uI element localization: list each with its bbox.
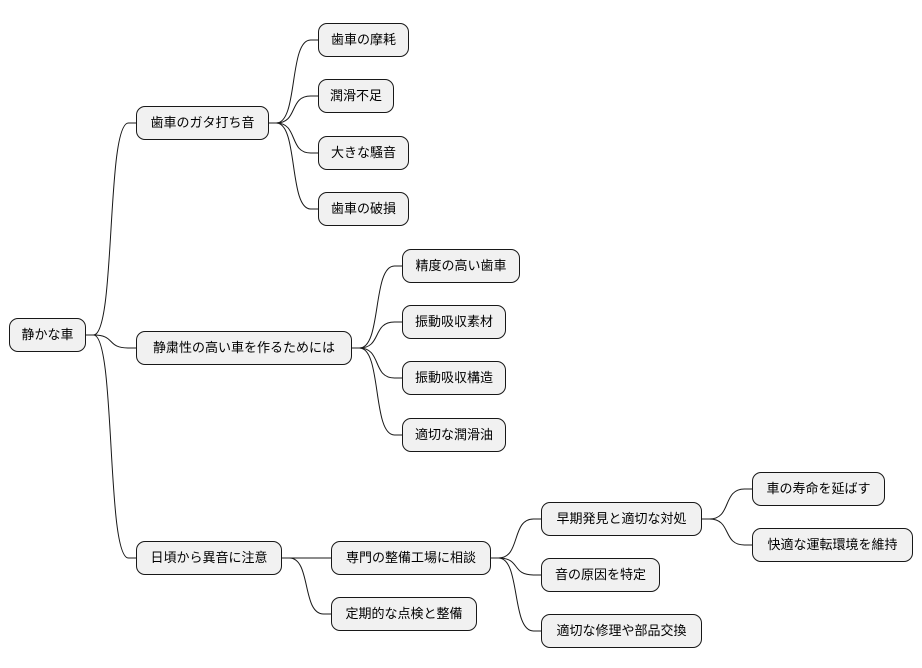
leaf-node-proper-oil: 適切な潤滑油: [402, 418, 506, 452]
leaf-node-loud-noise: 大きな騒音: [318, 136, 409, 170]
connector-line: [282, 557, 331, 615]
connector-line: [702, 518, 752, 546]
connector-line: [352, 347, 402, 379]
leaf-node-vibration-material: 振動吸収素材: [402, 305, 506, 339]
leaf-node-repair-replace: 適切な修理や部品交換: [541, 614, 702, 648]
node-label: 適切な修理や部品交換: [556, 623, 687, 639]
node-label: 精度の高い歯車: [415, 258, 507, 274]
leaf-node-comfortable-driving: 快適な運転環境を維持: [752, 528, 913, 562]
branch-node-daily-noise-attention: 日頃から異音に注意: [136, 541, 282, 575]
connector-line: [352, 321, 402, 349]
branch-node-quiet-car-design: 静粛性の高い車を作るためには: [136, 331, 352, 365]
connector-line: [491, 557, 541, 632]
node-label: 振動吸収素材: [414, 314, 493, 330]
node-label: 車の寿命を延ばす: [766, 481, 871, 497]
node-label: 適切な潤滑油: [414, 427, 493, 443]
node-label: 専門の整備工場に相談: [345, 550, 476, 566]
connector-line: [352, 265, 402, 349]
node-label: 歯車の摩耗: [330, 32, 396, 48]
subbranch-node-consult-shop: 専門の整備工場に相談: [331, 541, 491, 575]
node-label: 静かな車: [21, 327, 74, 343]
node-label: 大きな騒音: [330, 145, 396, 161]
root-node: 静かな車: [9, 318, 86, 352]
connector-line: [352, 347, 402, 436]
leaf-node-extend-car-life: 車の寿命を延ばす: [752, 472, 885, 506]
connector-line: [702, 488, 752, 520]
leaf-node-regular-inspection: 定期的な点検と整備: [331, 597, 477, 631]
connector-line: [491, 518, 541, 559]
node-label: 日頃から異音に注意: [150, 550, 268, 566]
node-label: 歯車のガタ打ち音: [150, 115, 255, 131]
connector-line: [269, 39, 318, 124]
connector-line: [491, 557, 541, 576]
connector-line: [86, 334, 136, 349]
node-label: 定期的な点検と整備: [345, 606, 463, 622]
node-label: 音の原因を特定: [554, 567, 646, 583]
connector-line: [269, 95, 318, 124]
branch-node-gear-rattle: 歯車のガタ打ち音: [136, 106, 269, 140]
node-label: 静粛性の高い車を作るためには: [152, 340, 335, 356]
node-label: 潤滑不足: [329, 88, 382, 104]
connector-line: [269, 122, 318, 154]
node-label: 振動吸収構造: [414, 370, 493, 386]
connector-line: [269, 122, 318, 210]
node-label: 歯車の破損: [330, 201, 396, 217]
leaf-node-gear-damage: 歯車の破損: [318, 192, 409, 226]
leaf-node-gear-wear: 歯車の摩耗: [318, 23, 409, 57]
node-label: 早期発見と適切な対処: [556, 511, 687, 527]
subbranch-node-early-detection: 早期発見と適切な対処: [541, 502, 702, 536]
leaf-node-vibration-structure: 振動吸収構造: [402, 361, 506, 395]
leaf-node-identify-cause: 音の原因を特定: [541, 558, 660, 592]
connector-line: [86, 122, 136, 336]
node-label: 快適な運転環境を維持: [767, 537, 898, 553]
leaf-node-lubrication-shortage: 潤滑不足: [318, 79, 394, 113]
leaf-node-precision-gears: 精度の高い歯車: [402, 249, 520, 283]
connector-line: [86, 334, 136, 559]
